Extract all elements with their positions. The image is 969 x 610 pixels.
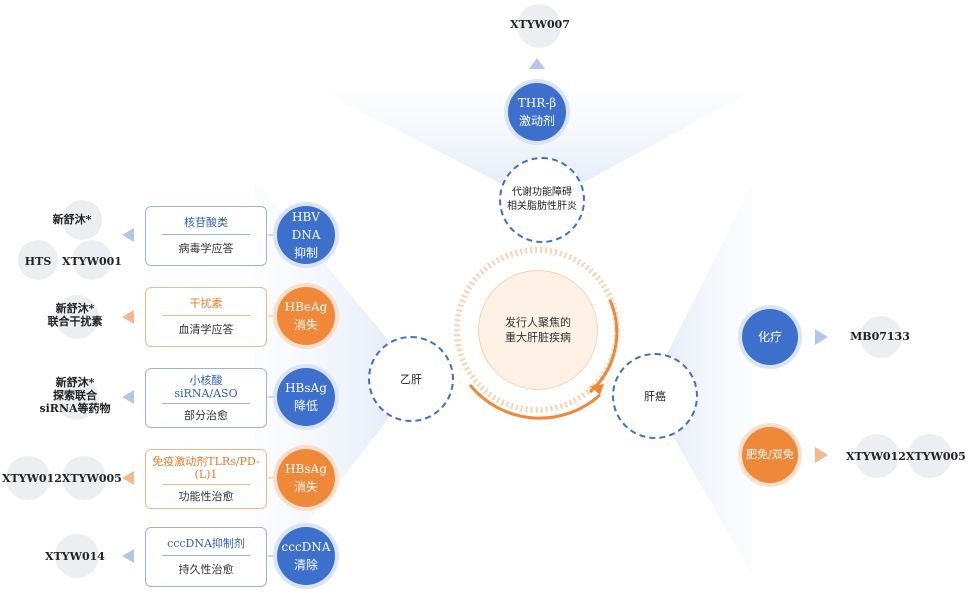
box-bottom: 持久性治愈 xyxy=(178,563,234,576)
mash-line2: 相关脂肪性肝炎 xyxy=(507,201,577,212)
hbv-row3-output: 新舒沐* 探索联合 siRNA等药物 xyxy=(25,376,125,415)
box-bottom: 血清学应答 xyxy=(178,323,234,336)
hbsag-reduce-badge: HBsAg 降低 xyxy=(277,368,335,426)
box-top: 干扰素 xyxy=(189,297,223,310)
badge-line2: 降低 xyxy=(293,399,318,413)
output-line1: 新舒沐* xyxy=(55,302,95,315)
mash-line1: 代谢功能障碍 xyxy=(512,187,572,198)
output-node xyxy=(55,376,99,420)
output-line1: 新舒沐* xyxy=(55,376,95,389)
left-arrow-icon xyxy=(122,310,134,324)
center-arc-bottom xyxy=(468,384,602,420)
left-arrow-icon xyxy=(122,471,134,485)
badge-line1: HBV DNA xyxy=(291,210,321,242)
center-hub: 发行人聚焦的 重大肝脏疾病 xyxy=(478,270,598,390)
box-bottom: 病毒学应答 xyxy=(178,242,234,255)
output-node xyxy=(72,240,112,280)
hbv-row2-output: 新舒沐* 联合干扰素 xyxy=(30,302,120,328)
badge-line1: HBsAg xyxy=(285,381,327,395)
left-arrow-icon xyxy=(122,228,134,242)
badge-line2: 消失 xyxy=(293,480,318,494)
hbv-row1-xtyw001: XTYW001 xyxy=(62,255,122,268)
right-arrow-icon xyxy=(815,329,828,345)
nucleoside-box: 核苷酸类 病毒学应答 xyxy=(145,206,267,266)
badge-line1: cccDNA xyxy=(281,540,331,554)
arc-arrowhead xyxy=(590,384,604,395)
left-arrow-icon xyxy=(122,390,134,404)
cancer-row2-output: XTYW012XTYW005 xyxy=(846,450,966,463)
up-arrow-icon xyxy=(529,58,545,69)
output-node xyxy=(55,534,99,578)
box-top: 核苷酸类 xyxy=(184,216,228,229)
hepatitis-b-hub: 乙肝 xyxy=(368,336,454,422)
badge-label: 肥免/双免 xyxy=(746,448,794,461)
box-bottom: 部分治愈 xyxy=(184,408,228,422)
output-node xyxy=(18,240,58,280)
hbeag-badge: HBeAg 消失 xyxy=(277,287,335,345)
immuno-badge: 肥免/双免 xyxy=(742,427,798,483)
output-line3: siRNA等药物 xyxy=(39,402,111,415)
interferon-box: 干扰素 血清学应答 xyxy=(145,287,267,347)
output-line2: 联合干扰素 xyxy=(47,315,103,328)
cccdna-inhibitor-box: cccDNA抑制剂 持久性治愈 xyxy=(145,527,267,587)
badge-line1: HBeAg xyxy=(284,300,328,314)
badge-label: 化疗 xyxy=(757,330,782,344)
hbv-row1-output: 新舒沐* xyxy=(52,213,92,226)
liver-cancer-label: 肝癌 xyxy=(644,389,666,403)
thr-beta-line1: THR-β xyxy=(517,96,557,110)
mash-hub: 代谢功能障碍 相关脂肪性肝炎 xyxy=(499,157,585,243)
left-arrow-icon xyxy=(122,549,134,563)
mash-output: XTYW007 xyxy=(510,18,570,31)
output-node xyxy=(860,316,902,358)
output-node xyxy=(62,456,106,500)
liver-cancer-hub: 肝癌 xyxy=(612,353,698,439)
output-node xyxy=(908,434,952,478)
center-arc-right xyxy=(589,299,619,394)
hbv-row1-hts: HTS xyxy=(24,255,52,268)
hbv-dna-badge: HBV DNA 抑制 xyxy=(277,206,335,264)
output-line2: 探索联合 xyxy=(53,389,97,402)
hepatitis-b-label: 乙肝 xyxy=(400,372,422,386)
thr-beta-line2: 激动剂 xyxy=(518,114,555,128)
mash-fan xyxy=(330,95,745,205)
xtyw007-node xyxy=(517,4,561,48)
hbsag-loss-badge: HBsAg 消失 xyxy=(277,449,335,507)
cccdna-badge: cccDNA 清除 xyxy=(277,527,335,585)
cancer-fan xyxy=(648,185,752,575)
hbv-row5-output: XTYW014 xyxy=(45,550,105,563)
right-arrow-icon xyxy=(815,447,828,463)
badge-line2: 清除 xyxy=(293,558,318,572)
box-bottom: 功能性治愈 xyxy=(178,489,234,503)
output-node xyxy=(55,295,99,339)
output-node xyxy=(62,200,102,240)
thr-beta-badge: THR-β 激动剂 xyxy=(508,83,566,141)
output-node xyxy=(855,434,899,478)
badge-line2: 消失 xyxy=(293,318,318,332)
sirna-box: 小核酸 siRNA/ASO 部分治愈 xyxy=(145,368,267,428)
badge-line1: HBsAg xyxy=(285,462,327,476)
immune-agonist-box: 免疫激动剂TLRs/PD-(L)1 功能性治愈 xyxy=(145,449,267,509)
center-line1: 发行人聚焦的 xyxy=(505,316,571,329)
box-top: cccDNA抑制剂 xyxy=(167,537,245,550)
hbv-row4-output: XTYW012XTYW005 xyxy=(2,472,122,485)
cancer-row1-output: MB07133 xyxy=(850,330,910,343)
chemo-badge: 化疗 xyxy=(742,309,798,365)
output-node xyxy=(6,456,50,500)
box-top: 免疫激动剂TLRs/PD-(L)1 xyxy=(152,454,260,481)
center-line2: 重大肝脏疾病 xyxy=(505,331,571,344)
box-top: 小核酸 siRNA/ASO xyxy=(174,373,238,400)
badge-line2: 抑制 xyxy=(293,246,318,260)
